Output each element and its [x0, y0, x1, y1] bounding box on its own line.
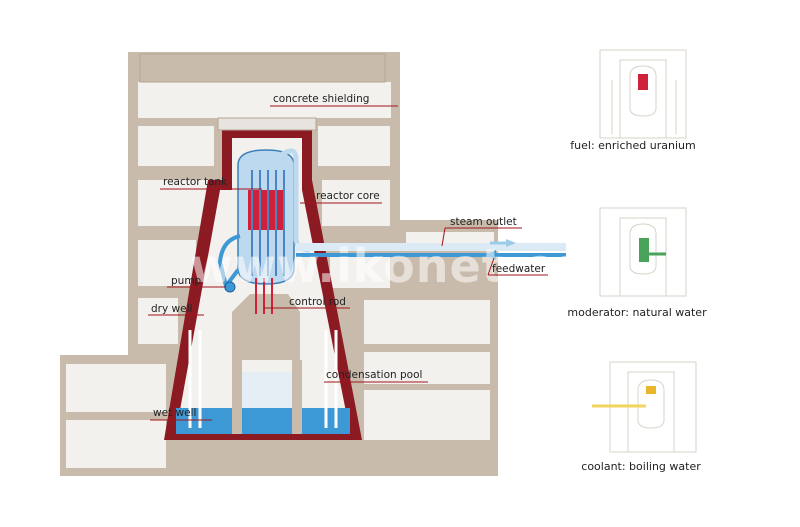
- room: [138, 126, 214, 166]
- reactor-tank: [217, 148, 311, 314]
- top-cap: [139, 53, 386, 83]
- caption-coolant: coolant: boiling water: [581, 460, 701, 473]
- dome-cap: [217, 117, 317, 131]
- room: [66, 364, 166, 412]
- pool-divider: [292, 360, 302, 434]
- label-concrete-shielding: concrete shielding: [273, 93, 369, 105]
- room: [364, 352, 490, 384]
- steam-arrow-icon: [506, 239, 516, 247]
- room: [138, 240, 196, 286]
- top-chamber: [138, 82, 391, 118]
- label-reactor-tank: reactor tank: [163, 176, 228, 188]
- room: [138, 180, 208, 226]
- downcomer-pipes: [188, 330, 338, 428]
- room: [364, 300, 490, 344]
- fuel-rods: [251, 170, 285, 276]
- pedestal: [232, 294, 300, 360]
- thumbnail-fuel: [599, 49, 687, 139]
- feedwater-arrow-icon: [486, 250, 496, 260]
- labels: concrete shielding reactor tank reactor …: [151, 93, 546, 419]
- room: [66, 420, 166, 468]
- label-steam-outlet: steam outlet: [450, 216, 517, 228]
- room: [364, 390, 490, 440]
- label-control-rod: control rod: [289, 296, 346, 308]
- room: [138, 298, 178, 344]
- pool-divider: [232, 360, 242, 434]
- room: [318, 126, 390, 166]
- thumbnail-moderator: [599, 207, 687, 297]
- watermark: www.ikonet.com: [190, 239, 633, 293]
- leader-lines: [148, 105, 548, 421]
- steam-outlet-pipe: [296, 243, 566, 251]
- label-pump: pump: [171, 275, 202, 287]
- label-reactor-core: reactor core: [316, 190, 380, 202]
- label-condensation-pool: condensation pool: [326, 369, 422, 381]
- label-wet-well: wet well: [153, 407, 196, 419]
- reactor-core: [248, 190, 284, 230]
- recirculation-loop: [217, 234, 241, 291]
- condensation-pool-center: [242, 372, 292, 408]
- caption-fuel: fuel: enriched uranium: [570, 139, 696, 152]
- label-feedwater: feedwater: [492, 263, 546, 275]
- caption-moderator: moderator: natural water: [567, 306, 707, 319]
- feedwater-pipe: [296, 253, 566, 257]
- room: [330, 256, 390, 288]
- label-dry-well: dry well: [151, 303, 192, 315]
- thumbnail-coolant: [592, 361, 697, 453]
- condensation-pool-water: [242, 408, 292, 434]
- steam-lines: [296, 239, 566, 260]
